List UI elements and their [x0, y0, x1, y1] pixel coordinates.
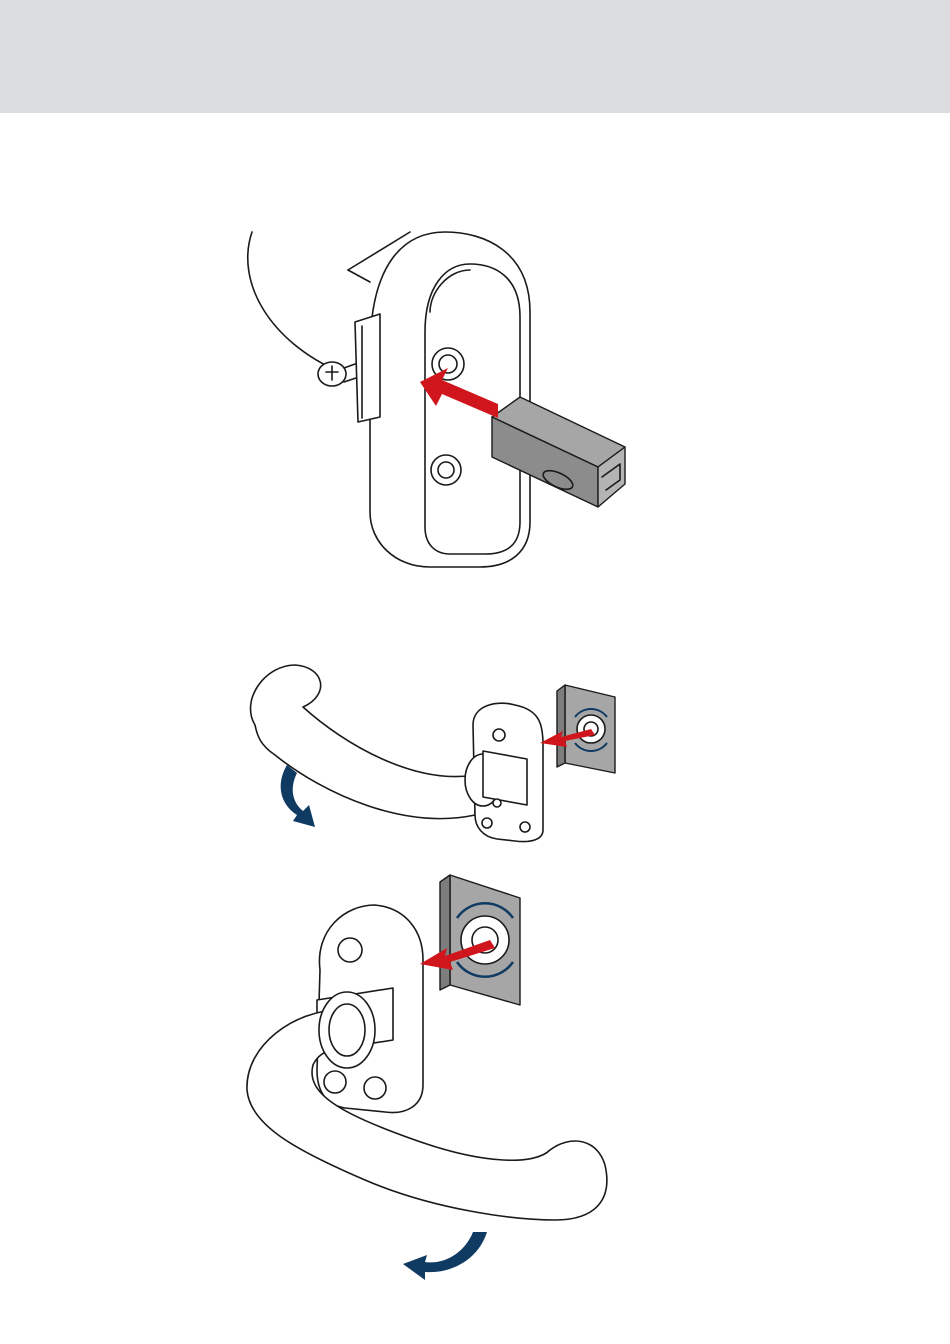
pull-handle-illustration [230, 222, 650, 574]
side-clip [355, 314, 380, 422]
lever-handle-illustration-top [235, 655, 635, 840]
screw-hole [431, 455, 461, 485]
lever-handle-illustration-bottom [235, 860, 635, 1285]
header-band [0, 0, 950, 113]
door-edge-line [248, 232, 340, 372]
lever-arm [247, 1010, 607, 1220]
rotate-arrow-blue [403, 1232, 487, 1280]
